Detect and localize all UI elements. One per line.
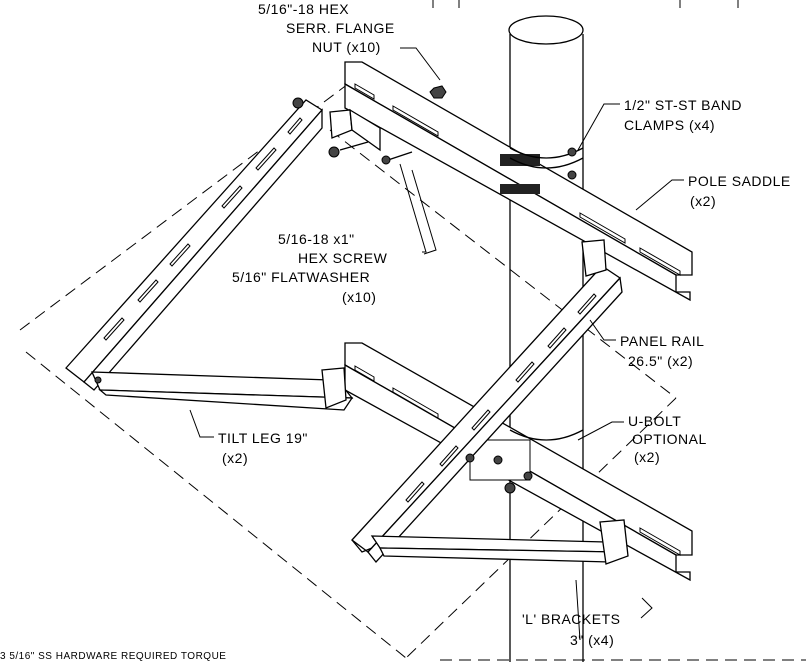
frame-ticks [432,0,739,8]
hex-nut-label-line3: NUT (x10) [312,39,381,55]
panel-rail-label-line2: 26.5" (x2) [628,353,693,369]
hex-screw-label-line2: HEX SCREW [298,250,388,266]
band-clamps-label-line1: 1/2" ST-ST BAND [624,97,742,113]
u-bolt-label-line2: OPTIONAL [632,431,707,447]
band-clamps-label-line2: CLAMPS (x4) [624,117,715,133]
u-bolt-label-line1: U-BOLT [628,413,681,429]
l-brackets-label-line1: 'L' BRACKETS [522,611,620,627]
tilt-leg-label-line2: (x2) [222,450,248,466]
l-brackets-label-line2: 3" (x4) [570,632,614,648]
hex-nut-label-line2: SERR. FLANGE [286,20,395,36]
hex-screw-label-line1: 5/16-18 x1" [278,231,355,247]
hex-screw-label-line4: (x10) [342,289,376,305]
right-panel-rail [351,265,623,564]
tilt-leg-label-line1: TILT LEG 19" [218,430,308,446]
leader-lines [189,47,684,641]
hex-nut-label-line1: 5/16"-18 HEX [258,1,349,17]
left-panel-rail [65,97,323,391]
hex-screw-label-line3: 5/16" FLATWASHER [232,269,370,285]
panel-rail-label-line1: PANEL RAIL [620,333,704,349]
panel-outline-dashed [19,74,806,661]
pole-saddle-label-line1: POLE SADDLE [688,173,791,189]
band-clamps [509,147,584,441]
pole-saddle-label-line2: (x2) [690,193,716,209]
fastener-hardware [328,85,533,494]
footer-note: 3 5/16" SS HARDWARE REQUIRED TORQUE [0,651,226,662]
l-brackets [321,108,629,565]
tilt-legs [90,371,620,563]
u-bolt-label-line3: (x2) [634,449,660,465]
